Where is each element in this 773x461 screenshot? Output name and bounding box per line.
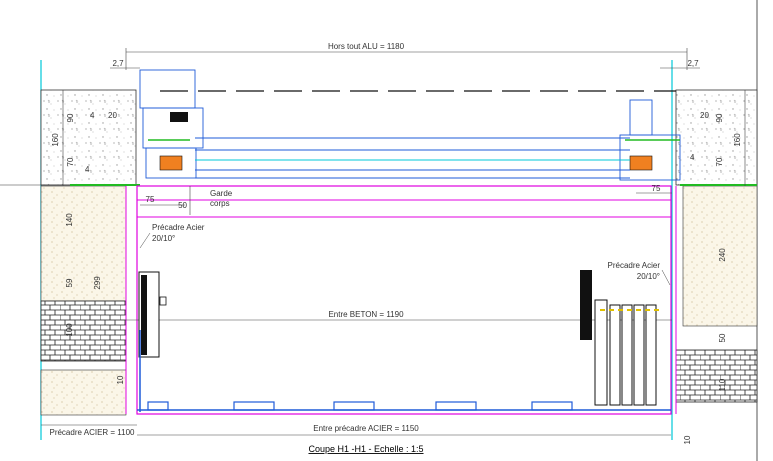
precadre-right-label-1: Précadre Acier (608, 261, 661, 270)
dim-left-4b: 4 (85, 165, 90, 174)
dim-right-10: 10 (683, 435, 692, 444)
dim-left-20: 20 (108, 111, 117, 120)
left-top-slab (40, 89, 137, 186)
glazing (195, 137, 630, 179)
dim-entre-beton-label: Entre BETON = 1190 (328, 310, 404, 319)
dim-entre-precadre: Entre précadre ACIER = 1150 (137, 424, 671, 436)
dim-precadre-left-label: Précadre ACIER = 1100 (49, 428, 135, 437)
left-vertical-dims: 160 90 70 20 4 4 140 59 299 100 10 (51, 90, 125, 384)
dim-precadre-left: Précadre ACIER = 1100 (41, 424, 137, 437)
dim-right-offset: 2,7 (687, 59, 699, 68)
left-lower-fill (40, 369, 127, 416)
dim-left-4a: 4 (90, 111, 95, 120)
drawing-title: Coupe H1 -H1 - Echelle : 1:5 (308, 444, 423, 454)
dim-hors-tout-label: Hors tout ALU = 1180 (328, 42, 405, 51)
dim-entre-precadre-label: Entre précadre ACIER = 1150 (313, 424, 419, 433)
dim-entre-beton: Entre BETON = 1190 (41, 310, 672, 321)
precadre-left-note: Précadre Acier 20/10° (139, 223, 205, 249)
right-wall-fill (682, 185, 758, 327)
dim-offsets: 2,7 2,7 (110, 59, 700, 69)
garde-corps-label-1: Garde (210, 189, 233, 198)
left-wall-fill (40, 185, 127, 302)
dim-right-240: 240 (718, 248, 727, 262)
dim-right-75: 75 (652, 184, 661, 193)
left-blind-box (138, 271, 167, 412)
bottom-rail (137, 401, 671, 411)
right-window-profile (619, 99, 681, 181)
dim-left-90: 90 (66, 113, 75, 122)
precadre-right-label-2: 20/10° (637, 272, 660, 281)
dim-right-20: 20 (700, 111, 709, 120)
right-louvre-stack (580, 270, 660, 406)
dim-right-70: 70 (715, 157, 724, 166)
right-vertical-dims: 160 90 70 20 4 240 50 110 10 (683, 90, 746, 444)
precadre-left-label-2: 20/10° (152, 234, 175, 243)
left-window-profile (139, 69, 204, 179)
precadre-right-note: Précadre Acier 20/10° (608, 261, 671, 286)
dim-left-10: 10 (116, 375, 125, 384)
left-brick (40, 300, 127, 362)
dim-left-160: 160 (51, 133, 60, 147)
dim-left-59: 59 (65, 278, 74, 287)
dim-right-50: 50 (718, 333, 727, 342)
precadre-left-label-1: Précadre Acier (152, 223, 205, 232)
dim-left-70: 70 (66, 157, 75, 166)
dim-left-299: 299 (93, 276, 102, 290)
dim-left-100: 100 (65, 323, 74, 337)
dim-left-offset: 2,7 (112, 59, 124, 68)
garde-corps-label-2: corps (210, 199, 230, 208)
dim-garde-50: 50 (178, 201, 187, 210)
dim-right-4: 4 (690, 153, 695, 162)
dim-right-90: 90 (715, 113, 724, 122)
dim-right-160: 160 (733, 133, 742, 147)
dim-left-75: 75 (146, 195, 155, 204)
garde-corps-note: 50 Garde corps (178, 186, 233, 215)
precadre-acier (125, 185, 677, 415)
dim-hors-tout: Hors tout ALU = 1180 (125, 42, 688, 70)
dim-right-110: 110 (718, 378, 727, 391)
dim-75: 75 75 (140, 184, 672, 206)
right-brick (675, 349, 758, 403)
dim-left-140: 140 (65, 213, 74, 227)
right-top-slab (675, 89, 758, 186)
